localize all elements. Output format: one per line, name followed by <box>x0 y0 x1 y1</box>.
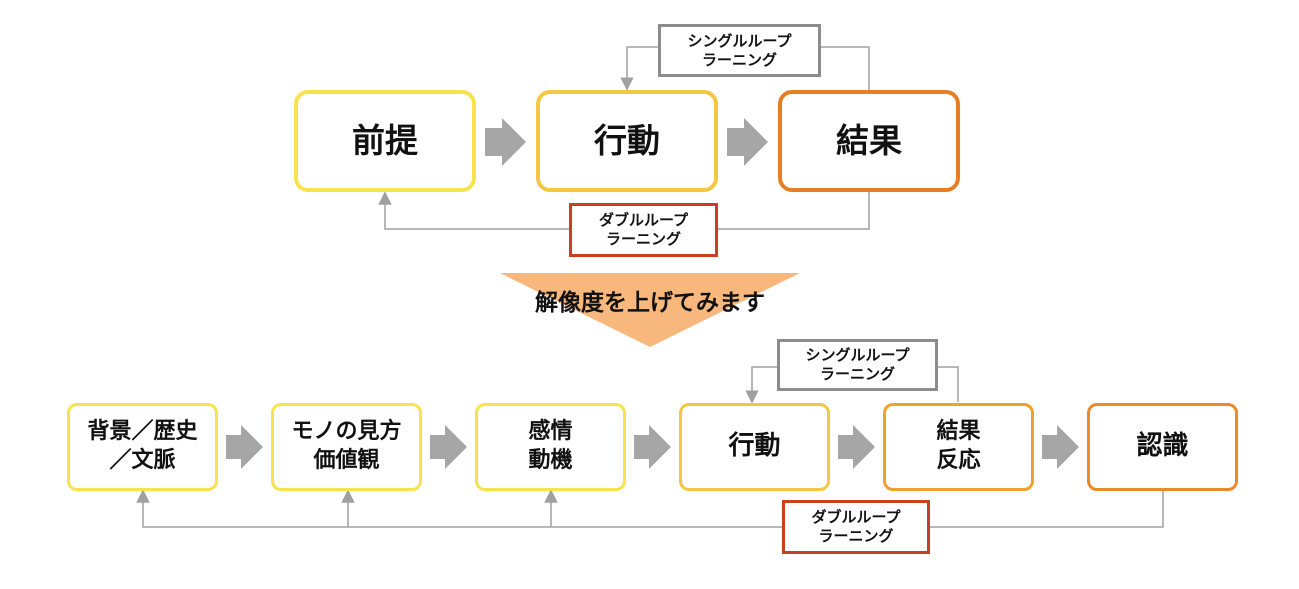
bottom-node-emotion: 感情 動機 <box>475 403 626 491</box>
bottom-node-recognition: 認識 <box>1087 403 1238 491</box>
bottom-double-loop-label: ダブルループ ラーニング <box>782 500 930 554</box>
bottom-double-loop-line <box>136 489 1164 528</box>
bottom-node-action: 行動 <box>679 403 830 491</box>
top-node-action: 行動 <box>536 90 718 192</box>
top-flow-arrow-1 <box>485 118 526 166</box>
bottom-flow-arrow-5 <box>1042 425 1079 469</box>
top-single-loop-label: シングルループ ラーニング <box>658 24 821 77</box>
transition-arrow <box>500 273 800 347</box>
bottom-flow-arrow-3 <box>634 425 671 469</box>
bottom-node-worldview: モノの見方 価値観 <box>271 403 422 491</box>
top-double-loop-label: ダブルループ ラーニング <box>569 203 718 257</box>
bottom-flow-arrow-1 <box>226 425 263 469</box>
bottom-node-background: 背景／歴史 ／文脈 <box>67 403 218 491</box>
bottom-flow-arrow-2 <box>430 425 467 469</box>
top-flow-arrow-2 <box>727 118 768 166</box>
top-node-premise: 前提 <box>294 90 476 192</box>
top-node-result: 結果 <box>778 90 960 192</box>
bottom-flow-arrow-4 <box>838 425 875 469</box>
bottom-single-loop-label: シングルループ ラーニング <box>777 339 938 391</box>
transition-label: 解像度を上げてみます <box>535 290 765 316</box>
bottom-node-result: 結果 反応 <box>883 403 1034 491</box>
